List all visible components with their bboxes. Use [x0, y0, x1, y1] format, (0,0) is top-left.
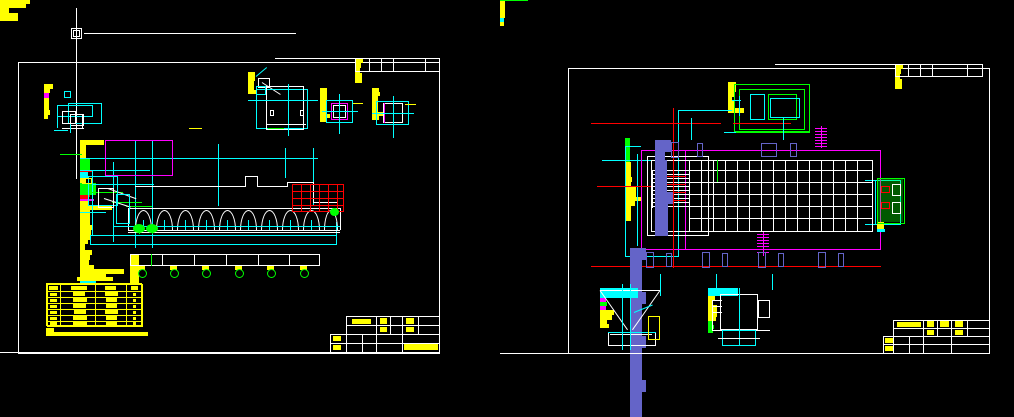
- drawing-note-5: [0, 17, 18, 21]
- plan-equipment-block: [877, 178, 905, 232]
- pipe-rack-top: [815, 126, 827, 148]
- right-sheet[interactable]: [500, 0, 1014, 417]
- grid-bubble-f3: [202, 266, 211, 278]
- sheet-header-strip: [775, 64, 983, 89]
- inset-leader: [500, 0, 528, 1]
- plan-tag-1: [500, 1, 505, 8]
- masonry-hatch: [292, 184, 344, 212]
- left-sheet[interactable]: [0, 0, 500, 417]
- main-plan-view: [591, 108, 945, 268]
- inset-detail-view: [724, 82, 812, 134]
- plan-tag-5: [500, 22, 504, 26]
- grid-bubble-f2: [170, 266, 179, 278]
- drawing-note-3: [0, 8, 9, 13]
- equipment-row-top: [655, 118, 797, 236]
- dimension-string: [130, 254, 320, 284]
- plan-tag-4: [500, 18, 504, 22]
- plan-structural-grid: [689, 160, 873, 232]
- sheet-header-strip: [275, 58, 440, 83]
- drawing-note-4: [0, 13, 18, 17]
- title-block-project: [352, 319, 371, 324]
- sheet-border: [18, 62, 440, 354]
- equipment-row-bottom: [630, 248, 844, 417]
- detail-view-upper-center: [248, 67, 318, 136]
- main-elevation-view: [60, 140, 380, 284]
- title-block-project: [897, 322, 921, 327]
- plan-tag-2: [500, 8, 505, 13]
- section-view-frame: [708, 288, 778, 348]
- detail-view-column-1: [320, 88, 363, 136]
- door-window-schedule: [46, 277, 143, 327]
- plan-tag-3: [500, 13, 505, 18]
- schedule-notes: [46, 328, 156, 340]
- grid-bubble-f5: [267, 266, 276, 278]
- drawing-note-1: [0, 0, 30, 4]
- title-block-drawing-title: [404, 344, 438, 350]
- detail-view-upper-left: [44, 84, 116, 146]
- detail-view-column-2: [372, 88, 416, 140]
- section-view-hopper: [599, 284, 670, 350]
- grid-bubble-f4: [235, 266, 244, 278]
- drawing-note-2: [0, 4, 26, 8]
- grid-bubble-f1: [138, 266, 147, 278]
- grid-bubble-f6: [300, 266, 309, 278]
- title-block: [500, 320, 990, 354]
- schedule-title: [77, 277, 113, 281]
- grid-bubble-row: [130, 266, 330, 280]
- title-block: [0, 316, 440, 354]
